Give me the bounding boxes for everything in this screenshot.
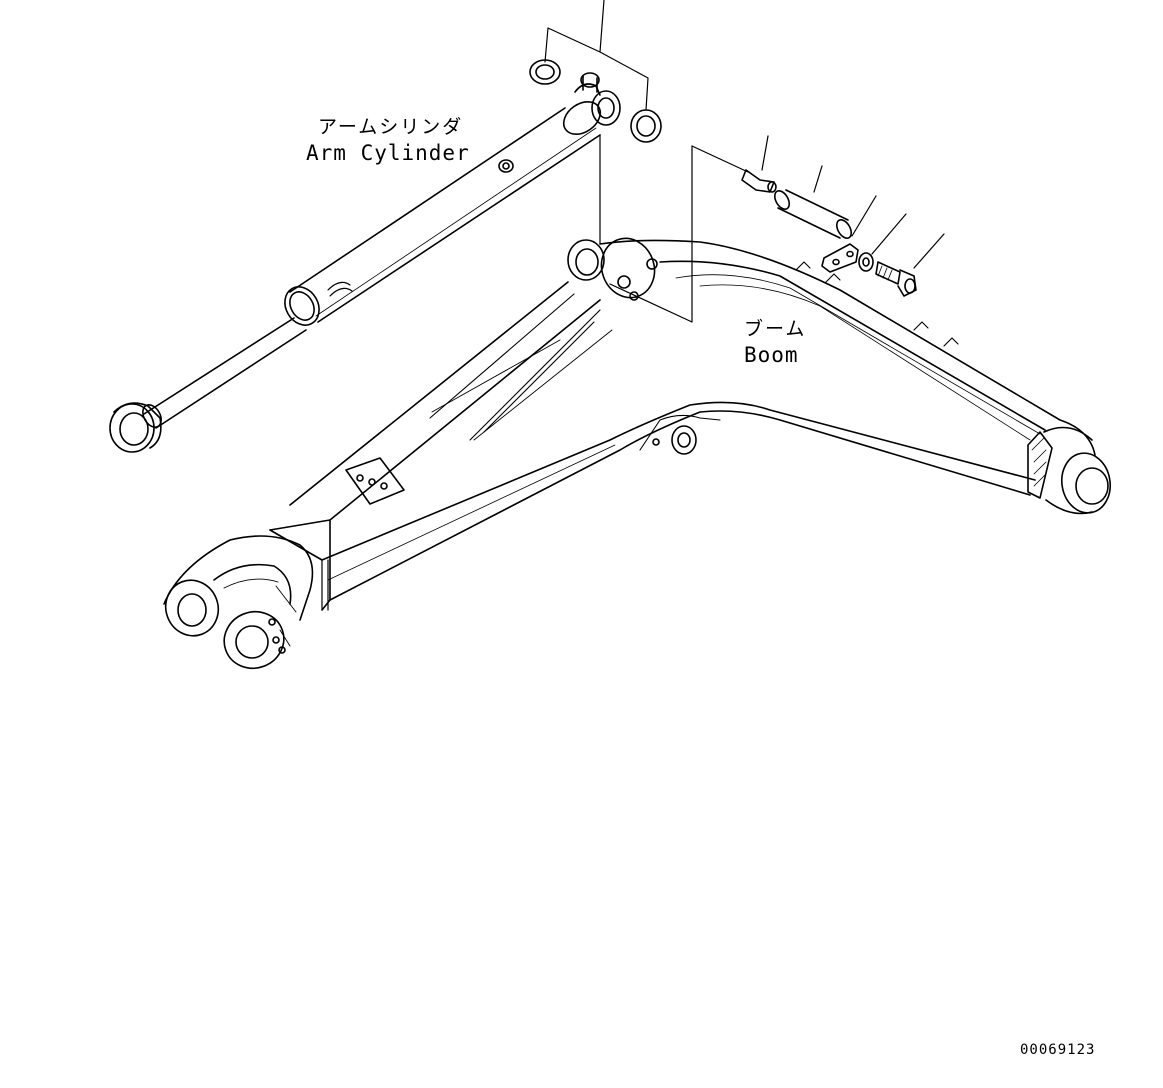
arm-cylinder-label-en: Arm Cylinder: [306, 141, 470, 165]
arm-cylinder-label-jp: アームシリンダ: [318, 116, 464, 138]
boom: [163, 237, 1112, 670]
boom-label-en: Boom: [744, 343, 799, 367]
drawing-number: 00069123: [1020, 1042, 1096, 1058]
arm-cylinder: [109, 72, 621, 453]
o-ring-group: [529, 0, 662, 245]
boom-label-jp: ブーム: [744, 318, 807, 340]
pin-fastener-group: [609, 135, 945, 323]
